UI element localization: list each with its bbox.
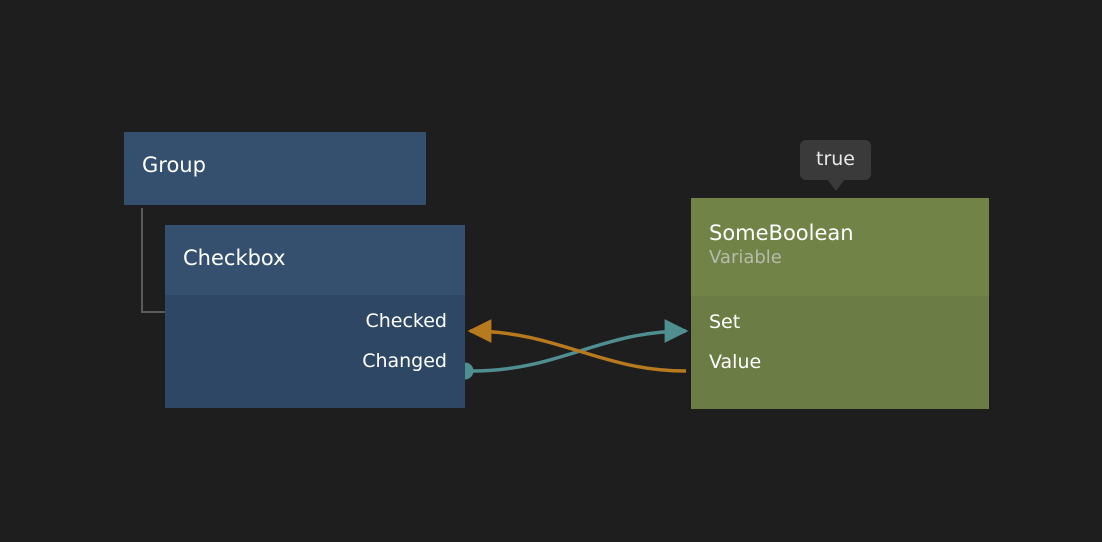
node-group-title: Group xyxy=(142,153,206,177)
group-child-bracket xyxy=(141,208,165,313)
output-port-checked[interactable]: Checked xyxy=(165,301,465,341)
node-variable-body: Set Value xyxy=(691,296,989,409)
output-port-checked-label: Checked xyxy=(365,310,447,332)
wire-changed-to-set xyxy=(471,319,689,373)
node-checkbox-title: Checkbox xyxy=(183,246,286,270)
input-port-value-label: Value xyxy=(709,351,762,373)
output-port-changed-label: Changed xyxy=(362,350,447,372)
wire-value-to-checked xyxy=(467,319,687,373)
node-variable-subtitle: Variable xyxy=(709,247,782,268)
value-tooltip: true xyxy=(800,140,871,191)
node-checkbox-body: Checked Changed xyxy=(165,295,465,408)
node-group-header[interactable]: Group xyxy=(124,132,426,205)
node-variable-header[interactable]: SomeBoolean Variable xyxy=(691,198,989,296)
node-variable-title: SomeBoolean xyxy=(709,221,854,245)
node-group[interactable]: Group xyxy=(124,132,426,205)
value-tooltip-text: true xyxy=(816,148,855,170)
node-variable[interactable]: SomeBoolean Variable Set Value xyxy=(691,198,989,409)
output-port-changed[interactable]: Changed xyxy=(165,341,465,381)
node-checkbox-header[interactable]: Checkbox xyxy=(165,225,465,295)
input-port-set-label: Set xyxy=(709,311,741,333)
input-port-value[interactable]: Value xyxy=(691,342,989,382)
node-checkbox[interactable]: Checkbox Checked Changed xyxy=(165,225,465,408)
input-port-set[interactable]: Set xyxy=(691,302,989,342)
